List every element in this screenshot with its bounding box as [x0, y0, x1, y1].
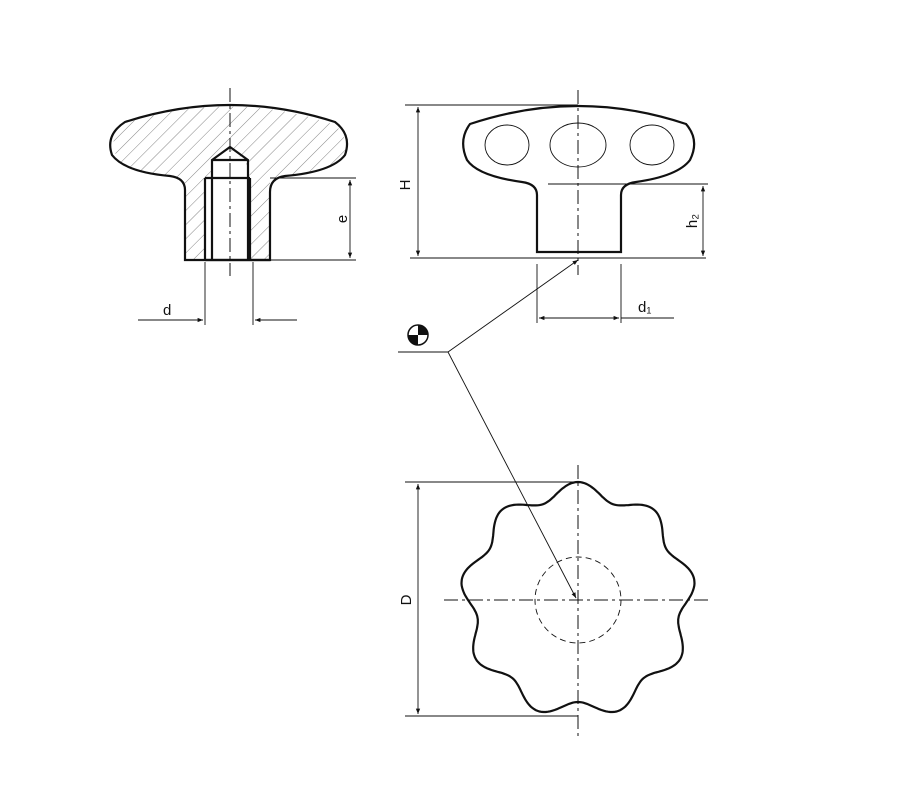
center-of-gravity-symbol	[407, 324, 429, 346]
finger-hole	[629, 124, 675, 166]
label-h2: h₂	[684, 214, 701, 228]
top-view: D	[398, 465, 712, 736]
side-view: H h₂ d₁	[397, 90, 708, 323]
label-d1: d₁	[638, 299, 651, 316]
section-outline	[109, 103, 349, 262]
label-H: H	[397, 180, 414, 191]
label-e: e	[334, 215, 351, 223]
label-d: d	[163, 302, 171, 319]
finger-hole	[484, 124, 530, 166]
lobed-outline	[460, 480, 696, 714]
label-D: D	[398, 594, 415, 605]
section-view: e d	[109, 88, 356, 325]
side-outline	[462, 104, 696, 254]
leader-lines	[398, 259, 579, 599]
